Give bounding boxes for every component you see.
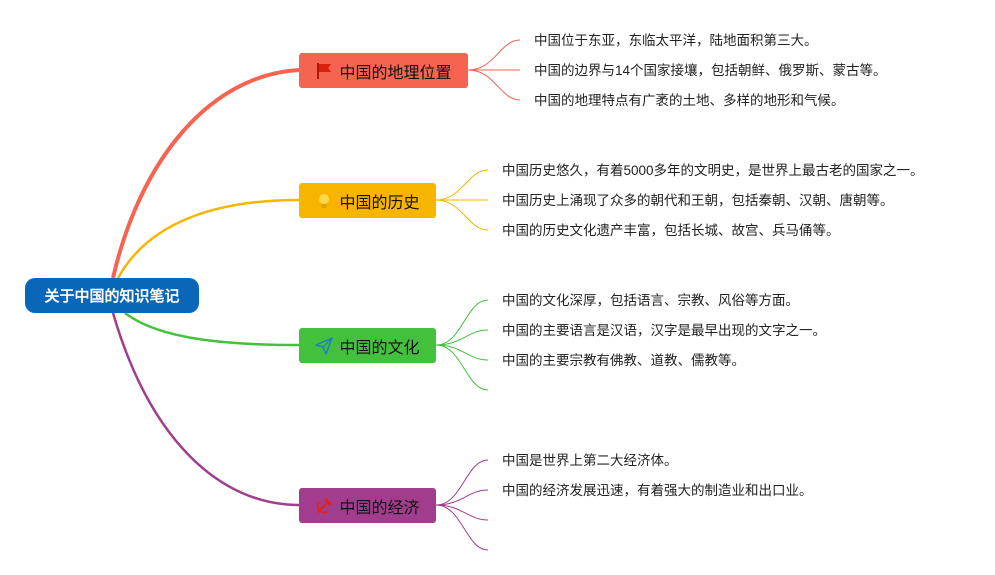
leaf-item[interactable]: 中国的文化深厚，包括语言、宗教、风俗等方面。	[502, 293, 799, 308]
paper-plane-icon	[315, 336, 334, 355]
geography-leaf-links	[467, 39, 521, 101]
branch-label: 中国的历史	[339, 194, 420, 212]
leaf-item[interactable]: 中国的历史文化遗产丰富，包括长城、故宫、兵马俑等。	[502, 223, 840, 238]
lightbulb-icon	[315, 192, 333, 210]
root-link-economy	[111, 312, 300, 507]
leaf-item[interactable]: 中国历史悠久，有着5000多年的文明史，是世界上最古老的国家之一。	[502, 163, 924, 178]
branch-geography[interactable]: 中国的地理位置	[299, 53, 468, 88]
leaf-item[interactable]: 中国历史上涌现了众多的朝代和王朝，包括秦朝、汉朝、唐朝等。	[502, 193, 894, 208]
root-link-history	[116, 198, 300, 279]
branch-label: 中国的地理位置	[339, 64, 452, 82]
leaf-item[interactable]: 中国是世界上第二大经济体。	[502, 453, 678, 468]
branch-economy[interactable]: 中国的经济	[299, 488, 436, 523]
root-link-geography	[111, 68, 300, 279]
leaf-item[interactable]: 中国位于东亚，东临太平洋，陆地面积第三大。	[534, 33, 818, 48]
economy-leaf-links	[435, 459, 489, 551]
branch-culture[interactable]: 中国的文化	[299, 328, 436, 363]
branch-history[interactable]: 中国的历史	[299, 183, 436, 218]
branch-label: 中国的经济	[339, 499, 420, 517]
leaf-item[interactable]: 中国的边界与14个国家接壤，包括朝鲜、俄罗斯、蒙古等。	[534, 63, 887, 78]
red-flag-icon	[315, 62, 333, 80]
leaf-item[interactable]: 中国的地理特点有广袤的土地、多样的地形和气候。	[534, 93, 845, 108]
history-leaf-links	[435, 169, 489, 231]
branch-label: 中国的文化	[339, 339, 420, 357]
root-link-culture	[124, 312, 300, 347]
culture-leaf-links	[435, 299, 489, 391]
leaf-item[interactable]: 中国的主要宗教有佛教、道教、儒教等。	[502, 353, 745, 368]
root-node[interactable]: 关于中国的知识笔记	[25, 278, 199, 313]
leaf-item[interactable]: 中国的经济发展迅速，有着强大的制造业和出口业。	[502, 483, 813, 498]
hammer-sickle-icon	[315, 497, 333, 515]
leaf-item[interactable]: 中国的主要语言是汉语，汉字是最早出现的文字之一。	[502, 323, 826, 338]
